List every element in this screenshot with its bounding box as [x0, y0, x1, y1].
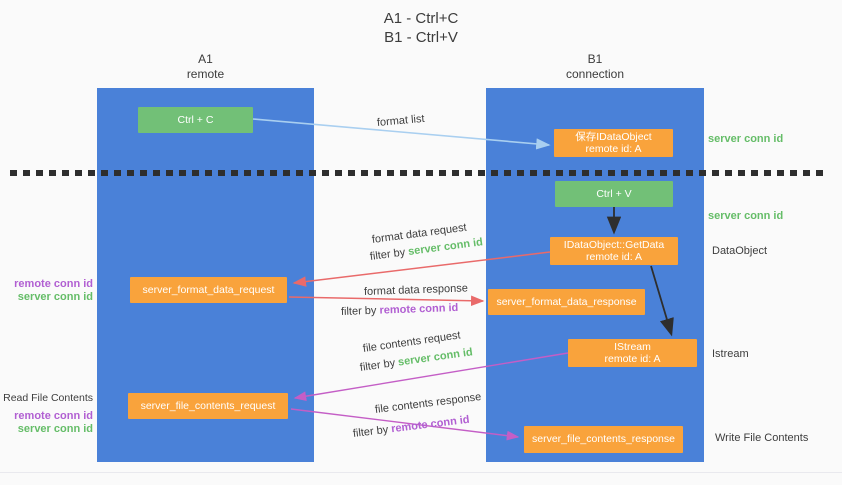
node-server-file-contents-request-label: server_file_contents_request [140, 399, 276, 412]
format-data-response-filter-label: filter by remote conn id [341, 302, 459, 318]
conn-ids-annotation-mid: remote conn id server conn id [0, 278, 93, 304]
filter-by-text: filter by [340, 304, 380, 318]
node-idataobject-getdata-line2: remote id: A [585, 251, 643, 263]
lifeline-b1-name: B1 [587, 52, 603, 66]
diagram-title: A1 - Ctrl+C B1 - Ctrl+V [0, 9, 842, 47]
node-save-dataobject: 保存IDataObject remote id: A [554, 129, 673, 157]
filter-by-text: filter by [359, 356, 399, 374]
format-list-label: format list [376, 112, 426, 129]
filter-by-text: filter by [352, 423, 392, 440]
node-ctrl-c: Ctrl + C [138, 107, 253, 133]
file-contents-response-label: file contents response [374, 391, 482, 416]
title-line-2: B1 - Ctrl+V [384, 29, 458, 46]
format-data-response-label: format data response [363, 282, 469, 298]
conn-ids-annotation-bottom: remote conn id server conn id [0, 410, 93, 436]
lifeline-header-b1: B1 connection [486, 52, 704, 82]
node-istream-line2: remote id: A [604, 353, 661, 365]
remote-conn-id-annotation: remote conn id [14, 410, 93, 422]
title-line-1: A1 - Ctrl+C [383, 10, 459, 27]
lifeline-header-a1: A1 remote [97, 52, 314, 82]
node-server-format-data-request: server_format_data_request [130, 277, 287, 303]
dataobject-annotation: DataObject [712, 245, 768, 257]
node-ctrl-v: Ctrl + V [555, 181, 673, 207]
node-save-dataobject-line1: 保存IDataObject [575, 130, 652, 143]
bottom-rule [0, 472, 842, 473]
write-file-contents-annotation: Write File Contents [715, 432, 809, 444]
node-idataobject-getdata: IDataObject::GetData remote id: A [550, 237, 678, 265]
node-idataobject-getdata-line1: IDataObject::GetData [563, 238, 665, 251]
node-server-file-contents-response-label: server_file_contents_response [531, 433, 675, 446]
server-conn-id-annotation: server conn id [17, 291, 93, 303]
server-conn-id-text: server conn id [397, 346, 474, 369]
node-save-dataobject-line2: remote id: A [585, 143, 642, 155]
filter-by-text: filter by [369, 246, 409, 263]
remote-conn-id-text: remote conn id [390, 413, 471, 436]
node-ctrl-c-label: Ctrl + C [177, 113, 214, 126]
lifeline-a1-name: A1 [198, 52, 213, 66]
remote-conn-id-text: remote conn id [379, 301, 459, 317]
node-ctrl-v-label: Ctrl + V [596, 187, 632, 200]
lifeline-b1-subtitle: connection [565, 67, 625, 81]
node-server-format-data-request-label: server_format_data_request [142, 283, 275, 296]
node-server-format-data-response-label: server_format_data_response [496, 295, 637, 308]
node-server-format-data-response: server_format_data_response [488, 289, 645, 315]
node-istream: IStream remote id: A [568, 339, 697, 367]
format-data-response-arrow [288, 295, 485, 307]
copy-paste-divider-line [10, 170, 823, 176]
read-file-contents-annotation: Read File Contents [3, 392, 93, 404]
server-conn-id-annotation: server conn id [17, 423, 93, 435]
server-conn-id-annotation-top: server conn id [708, 133, 784, 145]
istream-annotation: Istream [712, 348, 749, 360]
node-server-file-contents-request: server_file_contents_request [128, 393, 288, 419]
file-contents-response-filter-label: filter by remote conn id [352, 414, 470, 440]
remote-conn-id-annotation: remote conn id [14, 278, 93, 290]
lifeline-a1-subtitle: remote [186, 67, 225, 81]
server-conn-id-annotation-mid: server conn id [708, 210, 784, 222]
node-server-file-contents-response: server_file_contents_response [524, 426, 683, 453]
node-istream-line1: IStream [614, 340, 651, 353]
